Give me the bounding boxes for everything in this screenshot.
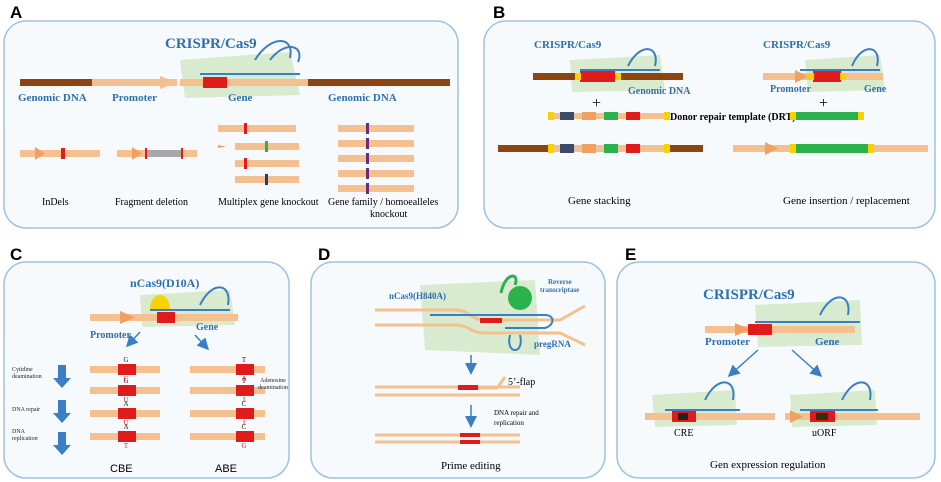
panel-b-genomic-label: Genomic DNA: [628, 86, 691, 97]
outcome-multiplex: Multiplex gene knockout: [218, 197, 319, 208]
panel-c-promoter-label: Promoter: [90, 330, 131, 341]
abe-base-top-3: C: [242, 400, 247, 408]
outcome-fragment-deletion: Fragment deletion: [115, 197, 188, 208]
panel-d-title: nCas9(H840A): [389, 291, 446, 301]
panel-c-letter: C: [10, 245, 22, 264]
cbe-base-bot-4: T: [124, 442, 129, 450]
genomic-dna-right: [308, 79, 450, 86]
panel-e-title: CRISPR/Cas9: [703, 287, 795, 303]
rt-label-1: Reverse: [548, 278, 572, 286]
plus-sign-left: +: [592, 95, 601, 112]
cbe-base-top-3: A: [123, 400, 128, 408]
cre-diagram: [645, 381, 775, 427]
step-dna: DNA: [12, 429, 26, 435]
gene-family-diagram: [338, 123, 414, 194]
panel-e: E CRISPR/Cas9 Promoter Gene CRE: [616, 245, 936, 479]
sgrna-icon: [627, 48, 657, 67]
flap-label: 5’-flap: [508, 377, 535, 388]
adenosine-label: Adenosine: [260, 378, 286, 384]
panel-b-gene-label: Gene: [864, 84, 887, 95]
panel-d-letter: D: [318, 245, 330, 264]
genomic-dna-right-label: Genomic DNA: [328, 92, 397, 104]
abe-base-top-4: C: [242, 423, 247, 431]
outcome-knockout: knockout: [370, 209, 407, 220]
drt-green: [790, 112, 864, 120]
abe-base-top-2: T: [242, 377, 247, 385]
abe-column: [190, 364, 265, 442]
promoter-arrow-icon: [160, 76, 177, 89]
deaminase-icon: [150, 295, 170, 310]
sgrna-icon: [508, 334, 522, 351]
panel-b-letter: B: [493, 3, 505, 22]
step-cytidine: Cytidine: [12, 367, 33, 373]
step-replication: replication: [12, 436, 38, 442]
outcome-gene-family: Gene family / homoealleles: [328, 197, 438, 208]
abe-base-bot-1: A: [241, 375, 246, 383]
sgrna-icon: [254, 40, 292, 61]
panel-b-title-left: CRISPR/Cas9: [534, 39, 602, 51]
drt-stack: [548, 112, 670, 120]
panel-a-letter: A: [10, 3, 22, 22]
abe-base-top-1: T: [242, 356, 247, 364]
gene-stacking-result: [498, 144, 703, 153]
sgrna-icon: [851, 48, 879, 67]
drt-label: Donor repair template (DRT): [670, 112, 795, 123]
rt-label-2: transcriptase: [540, 286, 579, 294]
sgrna-icon: [199, 286, 230, 306]
outcome-gene-insertion: Gene insertion / replacement: [783, 195, 910, 207]
cbe-base-top-2: G: [123, 377, 128, 385]
cbe-base-bot-2: U: [123, 396, 128, 404]
genomic-dna-left: [20, 79, 92, 86]
panel-e-promoter-label: Promoter: [705, 336, 750, 348]
panel-e-gene-label: Gene: [815, 336, 840, 348]
uorf-label: uORF: [812, 428, 837, 439]
panel-c-gene-label: Gene: [196, 322, 219, 333]
indels-diagram: [20, 147, 100, 160]
adenosine-deamination-label: deamination: [258, 385, 288, 391]
abe-base-bot-2: I: [243, 396, 246, 404]
multiplex-knockout-diagram: [218, 123, 299, 185]
cbe-base-bot-1: C: [124, 375, 129, 383]
cbe-base-bot-3: U: [123, 419, 128, 427]
abe-base-bot-3: I: [243, 419, 246, 427]
panel-c-title: nCas9(D10A): [130, 276, 199, 290]
target-site: [203, 77, 227, 88]
step-deamination: deamination: [12, 374, 42, 380]
panel-b-title-right: CRISPR/Cas9: [763, 39, 831, 51]
abe-label: ABE: [215, 463, 237, 475]
sgrna-icon: [819, 296, 850, 316]
cbe-base-top-4: A: [123, 423, 128, 431]
plus-sign-right: +: [819, 95, 828, 112]
panel-b-promoter-label: Promoter: [770, 84, 811, 95]
step-dna-repair: DNA repair: [12, 407, 40, 413]
cbe-column: [90, 364, 160, 442]
uorf-diagram: [785, 381, 920, 427]
panel-a-title: CRISPR/Cas9: [165, 36, 257, 52]
panel-c: C nCas9(D10A) Promoter Gene G G A A C U …: [3, 245, 290, 479]
panel-d: D nCas9(H840A) Reverse transcriptase pre…: [310, 245, 606, 479]
panel-b: B CRISPR/Cas9 CRISPR/Cas9 Genomic DNA + …: [483, 3, 936, 229]
outcome-prime-editing: Prime editing: [441, 460, 501, 472]
outcome-indels: InDels: [42, 197, 69, 208]
abe-base-bot-4: G: [241, 442, 246, 450]
reverse-transcriptase-icon: [508, 286, 532, 310]
cbe-base-top-1: G: [123, 356, 128, 364]
panel-e-letter: E: [625, 245, 636, 264]
genomic-dna-left-label: Genomic DNA: [18, 92, 87, 104]
step-arrows: [53, 365, 71, 455]
outcome-gene-expression: Gen expression regulation: [710, 459, 826, 471]
gene-label: Gene: [228, 92, 253, 104]
cbe-label: CBE: [110, 463, 133, 475]
promoter-label: Promoter: [112, 92, 157, 104]
panel-a: A CRISPR/Cas9 Genomic DNA Promoter Gene …: [3, 3, 459, 229]
cre-label: CRE: [674, 428, 693, 439]
repair-label-2: replication: [494, 419, 524, 427]
gene-insertion-result: [733, 142, 928, 155]
pegrna-label: pregRNA: [534, 339, 571, 349]
outcome-gene-stacking: Gene stacking: [568, 195, 631, 207]
repair-label-1: DNA repair and: [494, 409, 539, 417]
gene-bar: [180, 79, 308, 86]
fragment-deletion-diagram: [117, 147, 197, 160]
